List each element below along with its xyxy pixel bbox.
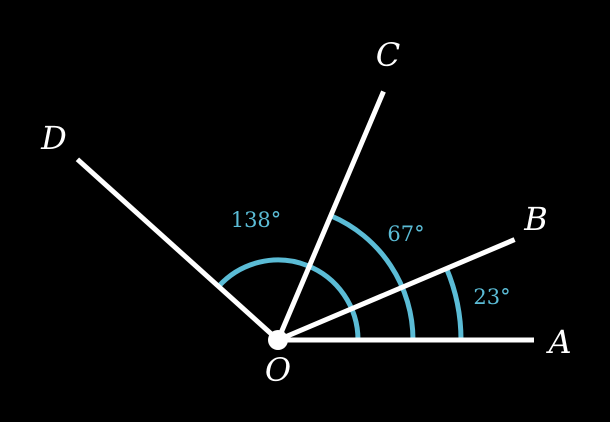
vertex-point bbox=[268, 330, 288, 350]
arc-angle-aoc bbox=[329, 213, 416, 341]
arc-angle-aod bbox=[216, 257, 361, 341]
ray-od bbox=[75, 157, 280, 342]
ray-ob bbox=[277, 237, 516, 343]
ray-oc bbox=[275, 90, 386, 341]
label-o: O bbox=[265, 351, 291, 389]
angle-label-23: 23° bbox=[473, 285, 510, 309]
label-b: B bbox=[523, 200, 548, 238]
arc-angle-aob bbox=[444, 267, 464, 341]
angle-label-138: 138° bbox=[231, 208, 282, 232]
label-d: D bbox=[40, 119, 67, 157]
label-c: C bbox=[376, 36, 400, 74]
angle-label-67: 67° bbox=[387, 222, 424, 246]
label-a: A bbox=[545, 323, 571, 361]
